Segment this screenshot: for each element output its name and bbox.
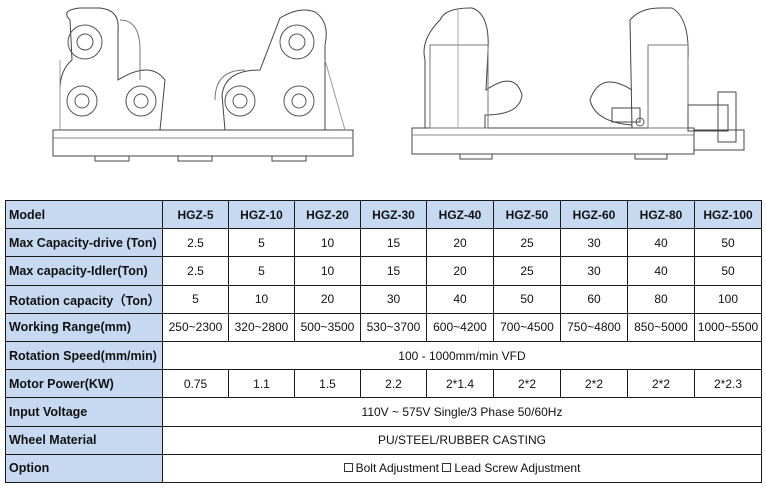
row-label: Max Capacity-drive (Ton) — [5, 228, 163, 258]
model-cell: HGZ-60 — [560, 199, 628, 230]
row-label: Max capacity-Idler(Ton) — [5, 256, 163, 286]
value-cell: 80 — [627, 284, 695, 314]
model-cell: HGZ-10 — [228, 199, 295, 230]
value-cell: 2.2 — [360, 369, 427, 399]
value-cell: 500~3500 — [294, 312, 361, 342]
value-cell: 2*2.3 — [694, 369, 762, 399]
value-cell: 2*2 — [560, 369, 628, 399]
header-label: Model — [5, 199, 163, 230]
model-cell: HGZ-40 — [426, 199, 494, 230]
value-cell: 25 — [493, 256, 561, 286]
merged-value-cell: PU/STEEL/RUBBER CASTING — [162, 425, 762, 455]
value-cell: 10 — [294, 228, 361, 258]
value-cell: 1000~5500 — [694, 312, 762, 342]
value-cell: 60 — [560, 284, 628, 314]
checkbox-icon — [442, 463, 452, 473]
side-view-drawing — [52, 7, 354, 162]
model-cell: HGZ-100 — [694, 199, 762, 230]
value-cell: 10 — [228, 284, 295, 314]
value-cell: 15 — [360, 256, 427, 286]
model-cell: HGZ-30 — [360, 199, 427, 230]
checkbox-icon — [343, 463, 353, 473]
value-cell: 20 — [426, 228, 494, 258]
value-cell: 25 — [493, 228, 561, 258]
value-cell: 5 — [228, 256, 295, 286]
value-cell: 1.5 — [294, 369, 361, 399]
row-label: Input Voltage — [5, 397, 163, 427]
value-cell: 1.1 — [228, 369, 295, 399]
option-choice-1: Bolt Adjustment — [355, 461, 439, 476]
value-cell: 5 — [228, 228, 295, 258]
value-cell: 850~5000 — [627, 312, 695, 342]
value-cell: 2.5 — [162, 256, 229, 286]
value-cell: 20 — [426, 256, 494, 286]
option-label: Option — [5, 453, 163, 483]
value-cell: 30 — [560, 256, 628, 286]
value-cell: 2*2 — [627, 369, 695, 399]
row-label: Working Range(mm) — [5, 312, 163, 342]
value-cell: 700~4500 — [493, 312, 561, 342]
spec-row: Rotation Speed(mm/min)100 - 1000mm/min V… — [5, 340, 762, 371]
option-choices: Bolt Adjustment Lead Screw Adjustment — [162, 453, 762, 483]
value-cell: 50 — [694, 228, 762, 258]
option-choice-2: Lead Screw Adjustment — [454, 461, 581, 476]
value-cell: 0.75 — [162, 369, 229, 399]
value-cell: 2.5 — [162, 228, 229, 258]
value-cell: 530~3700 — [360, 312, 427, 342]
spec-table: Model HGZ-5 HGZ-10 HGZ-20 HGZ-30 HGZ-40 … — [5, 199, 762, 483]
value-cell: 250~2300 — [162, 312, 229, 342]
value-cell: 2*2 — [493, 369, 561, 399]
model-cell: HGZ-80 — [627, 199, 695, 230]
front-view-drawing — [411, 7, 745, 160]
technical-drawings — [52, 7, 745, 162]
row-label: Motor Power(KW) — [5, 369, 163, 399]
row-label: Rotation capacity（Ton） — [5, 284, 163, 314]
value-cell: 2*1.4 — [426, 369, 494, 399]
row-label: Wheel Material — [5, 425, 163, 455]
header-row: Model HGZ-5 HGZ-10 HGZ-20 HGZ-30 HGZ-40 … — [5, 199, 762, 230]
value-cell: 40 — [627, 228, 695, 258]
value-cell: 5 — [162, 284, 229, 314]
value-cell: 40 — [426, 284, 494, 314]
model-cell: HGZ-5 — [162, 199, 229, 230]
value-cell: 50 — [493, 284, 561, 314]
merged-value-cell: 100 - 1000mm/min VFD — [162, 340, 762, 371]
value-cell: 20 — [294, 284, 361, 314]
value-cell: 50 — [694, 256, 762, 286]
value-cell: 100 — [694, 284, 762, 314]
row-label: Rotation Speed(mm/min) — [5, 340, 163, 371]
value-cell: 15 — [360, 228, 427, 258]
model-cell: HGZ-50 — [493, 199, 561, 230]
value-cell: 320~2800 — [228, 312, 295, 342]
value-cell: 30 — [560, 228, 628, 258]
merged-value-cell: 110V ~ 575V Single/3 Phase 50/60Hz — [162, 397, 762, 427]
value-cell: 30 — [360, 284, 427, 314]
value-cell: 600~4200 — [426, 312, 494, 342]
model-cell: HGZ-20 — [294, 199, 361, 230]
value-cell: 750~4800 — [560, 312, 628, 342]
value-cell: 40 — [627, 256, 695, 286]
value-cell: 10 — [294, 256, 361, 286]
